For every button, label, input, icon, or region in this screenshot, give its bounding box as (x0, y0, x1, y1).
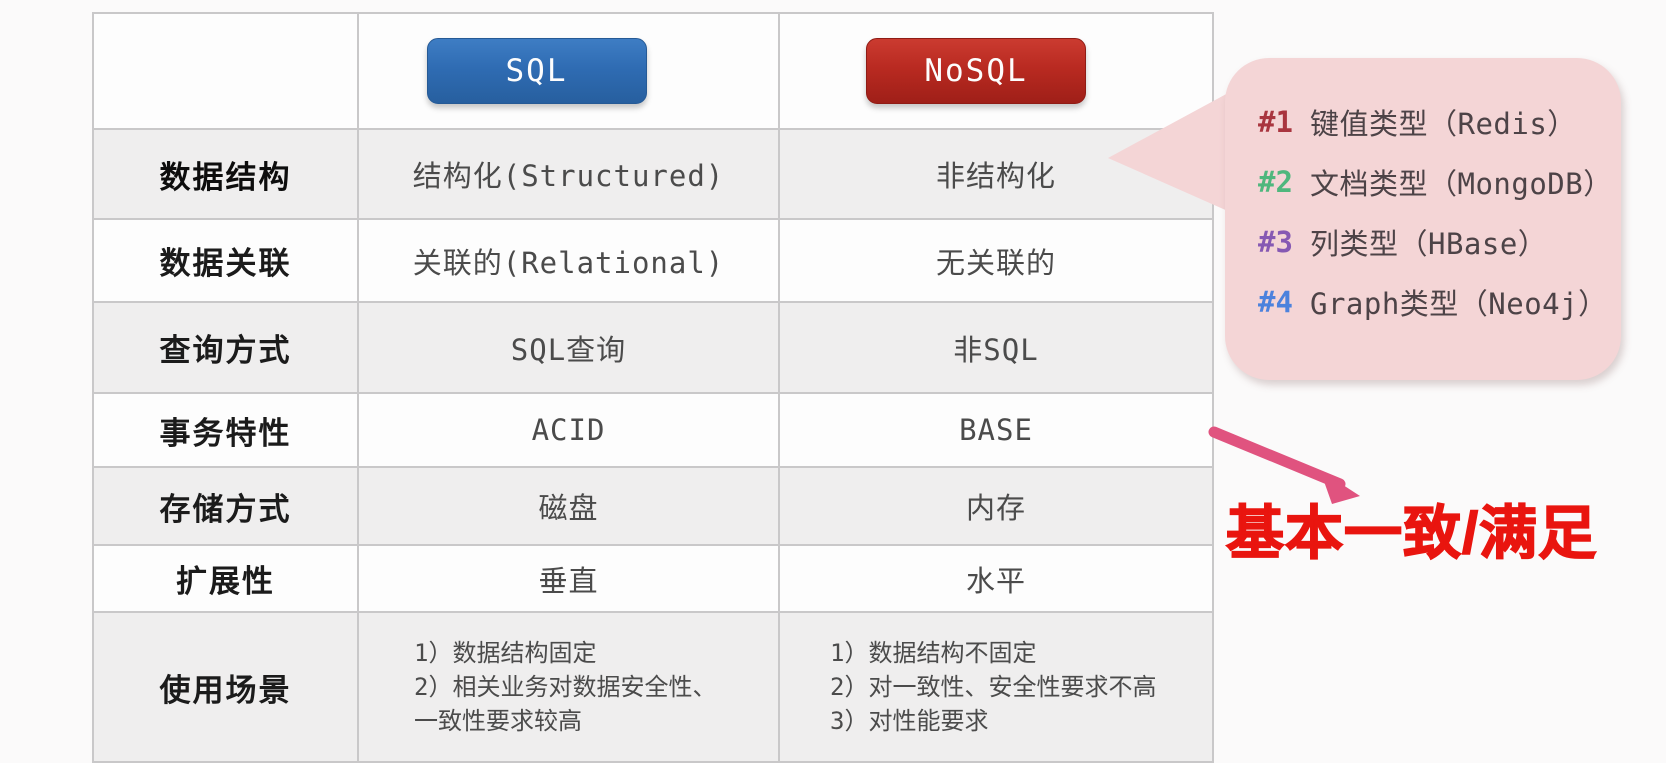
header-nosql-cell: NoSQL (780, 14, 1214, 130)
item-number: #3 (1258, 225, 1293, 259)
row-label: 查询方式 (159, 333, 292, 368)
nosql-types-callout: #1 键值类型（Redis） #2 文档类型（MongoDB） #3 列类型（H… (1225, 58, 1621, 380)
table-row: 存储方式 磁盘 内存 (94, 468, 1214, 546)
nosql-cell: 内存 (965, 491, 1026, 525)
row-label: 事务特性 (159, 415, 292, 451)
sql-use-cases: 1）数据结构固定 2）相关业务对数据安全性、 一致性要求较高 (414, 639, 717, 735)
callout-item: #4 Graph类型（Neo4j） (1258, 272, 1621, 332)
callout-item: #3 列类型（HBase） (1258, 212, 1621, 272)
nosql-badge: NoSQL (866, 38, 1086, 104)
item-text: Graph类型（Neo4j） (1310, 287, 1608, 321)
table-row: 数据结构 结构化(Structured) 非结构化 (94, 130, 1214, 220)
table-row: 事务特性 ACID BASE (94, 394, 1214, 468)
row-label: 存储方式 (159, 491, 292, 527)
sql-vs-nosql-slide: SQL NoSQL 数据结构 结构化(Structured) 非结构化 数据关联… (92, 12, 1621, 763)
table-row: 扩展性 垂直 水平 (94, 546, 1214, 613)
sql-cell: 关联的(Relational) (412, 245, 725, 280)
row-label: 扩展性 (176, 564, 275, 599)
sql-cell: ACID (531, 413, 606, 447)
table-row: 数据关联 关联的(Relational) 无关联的 (94, 220, 1214, 303)
item-text: 键值类型（Redis） (1310, 107, 1577, 141)
nosql-cell: 无关联的 (935, 245, 1056, 280)
table-row: 查询方式 SQL查询 非SQL (94, 303, 1214, 394)
item-text: 文档类型（MongoDB） (1310, 167, 1613, 201)
nosql-cell: 非SQL (953, 332, 1039, 367)
header-empty-cell (94, 14, 359, 130)
row-label: 数据结构 (159, 159, 292, 195)
item-number: #4 (1258, 285, 1293, 319)
sql-cell: SQL查询 (510, 332, 627, 367)
sql-cell: 磁盘 (538, 491, 599, 525)
nosql-cell: BASE (959, 413, 1033, 447)
row-label: 使用场景 (159, 672, 292, 708)
item-text: 列类型（HBase） (1310, 227, 1548, 261)
nosql-use-cases: 1）数据结构不固定 2）对一致性、安全性要求不高 3）对性能要求 (830, 639, 1157, 735)
callout-item: #2 文档类型（MongoDB） (1258, 152, 1621, 212)
nosql-cell: 非结构化 (935, 159, 1056, 193)
comparison-table: SQL NoSQL 数据结构 结构化(Structured) 非结构化 数据关联… (92, 12, 1214, 763)
annotation-arrow-icon (1208, 426, 1360, 504)
header-sql-cell: SQL (359, 14, 780, 130)
sql-cell: 结构化(Structured) (412, 159, 725, 193)
nosql-cell: 水平 (965, 563, 1026, 598)
item-number: #1 (1258, 105, 1293, 139)
sql-cell: 垂直 (538, 563, 599, 598)
row-label: 数据关联 (159, 246, 292, 281)
callout-item: #1 键值类型（Redis） (1258, 92, 1621, 152)
annotation-text: 基本一致/满足 (1225, 500, 1598, 567)
table-row-use-cases: 使用场景 1）数据结构固定 2）相关业务对数据安全性、 一致性要求较高 1）数据… (94, 613, 1214, 763)
table-header-row: SQL NoSQL (94, 14, 1214, 130)
item-number: #2 (1258, 165, 1293, 199)
sql-badge: SQL (426, 38, 647, 104)
